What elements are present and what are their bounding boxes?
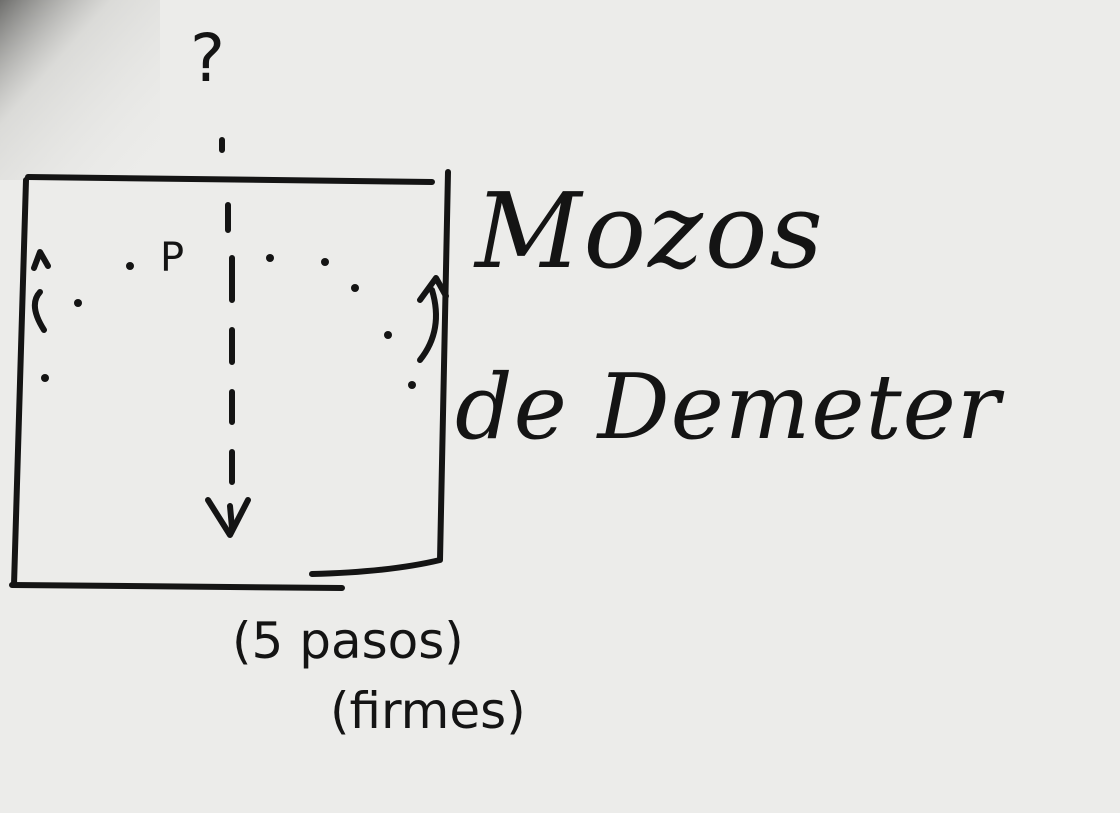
steps-note: (5 pasos) xyxy=(232,612,464,670)
down-arrow-head xyxy=(205,497,251,538)
square-left-edge xyxy=(11,177,29,588)
dot xyxy=(126,262,134,270)
square-top-edge xyxy=(25,174,435,185)
dot xyxy=(384,331,392,339)
dot xyxy=(321,258,329,266)
question-mark-symbol: ? xyxy=(190,20,226,97)
dot xyxy=(408,381,416,389)
dot xyxy=(219,139,225,145)
shadow-corner xyxy=(0,0,160,180)
diagram-title-line2: de Demeter xyxy=(455,355,1001,460)
left-curve-arrow xyxy=(31,249,51,333)
square-bottom-edge xyxy=(9,582,345,591)
square-right-edge xyxy=(309,169,451,577)
firm-note: (firmes) xyxy=(330,682,526,740)
dot xyxy=(41,374,49,382)
dot xyxy=(266,254,274,262)
right-curve-arrow xyxy=(417,275,449,363)
point-label: P xyxy=(160,235,185,281)
dot xyxy=(351,284,359,292)
dot xyxy=(74,299,82,307)
diagram-title-line1: Mozos xyxy=(475,170,825,292)
